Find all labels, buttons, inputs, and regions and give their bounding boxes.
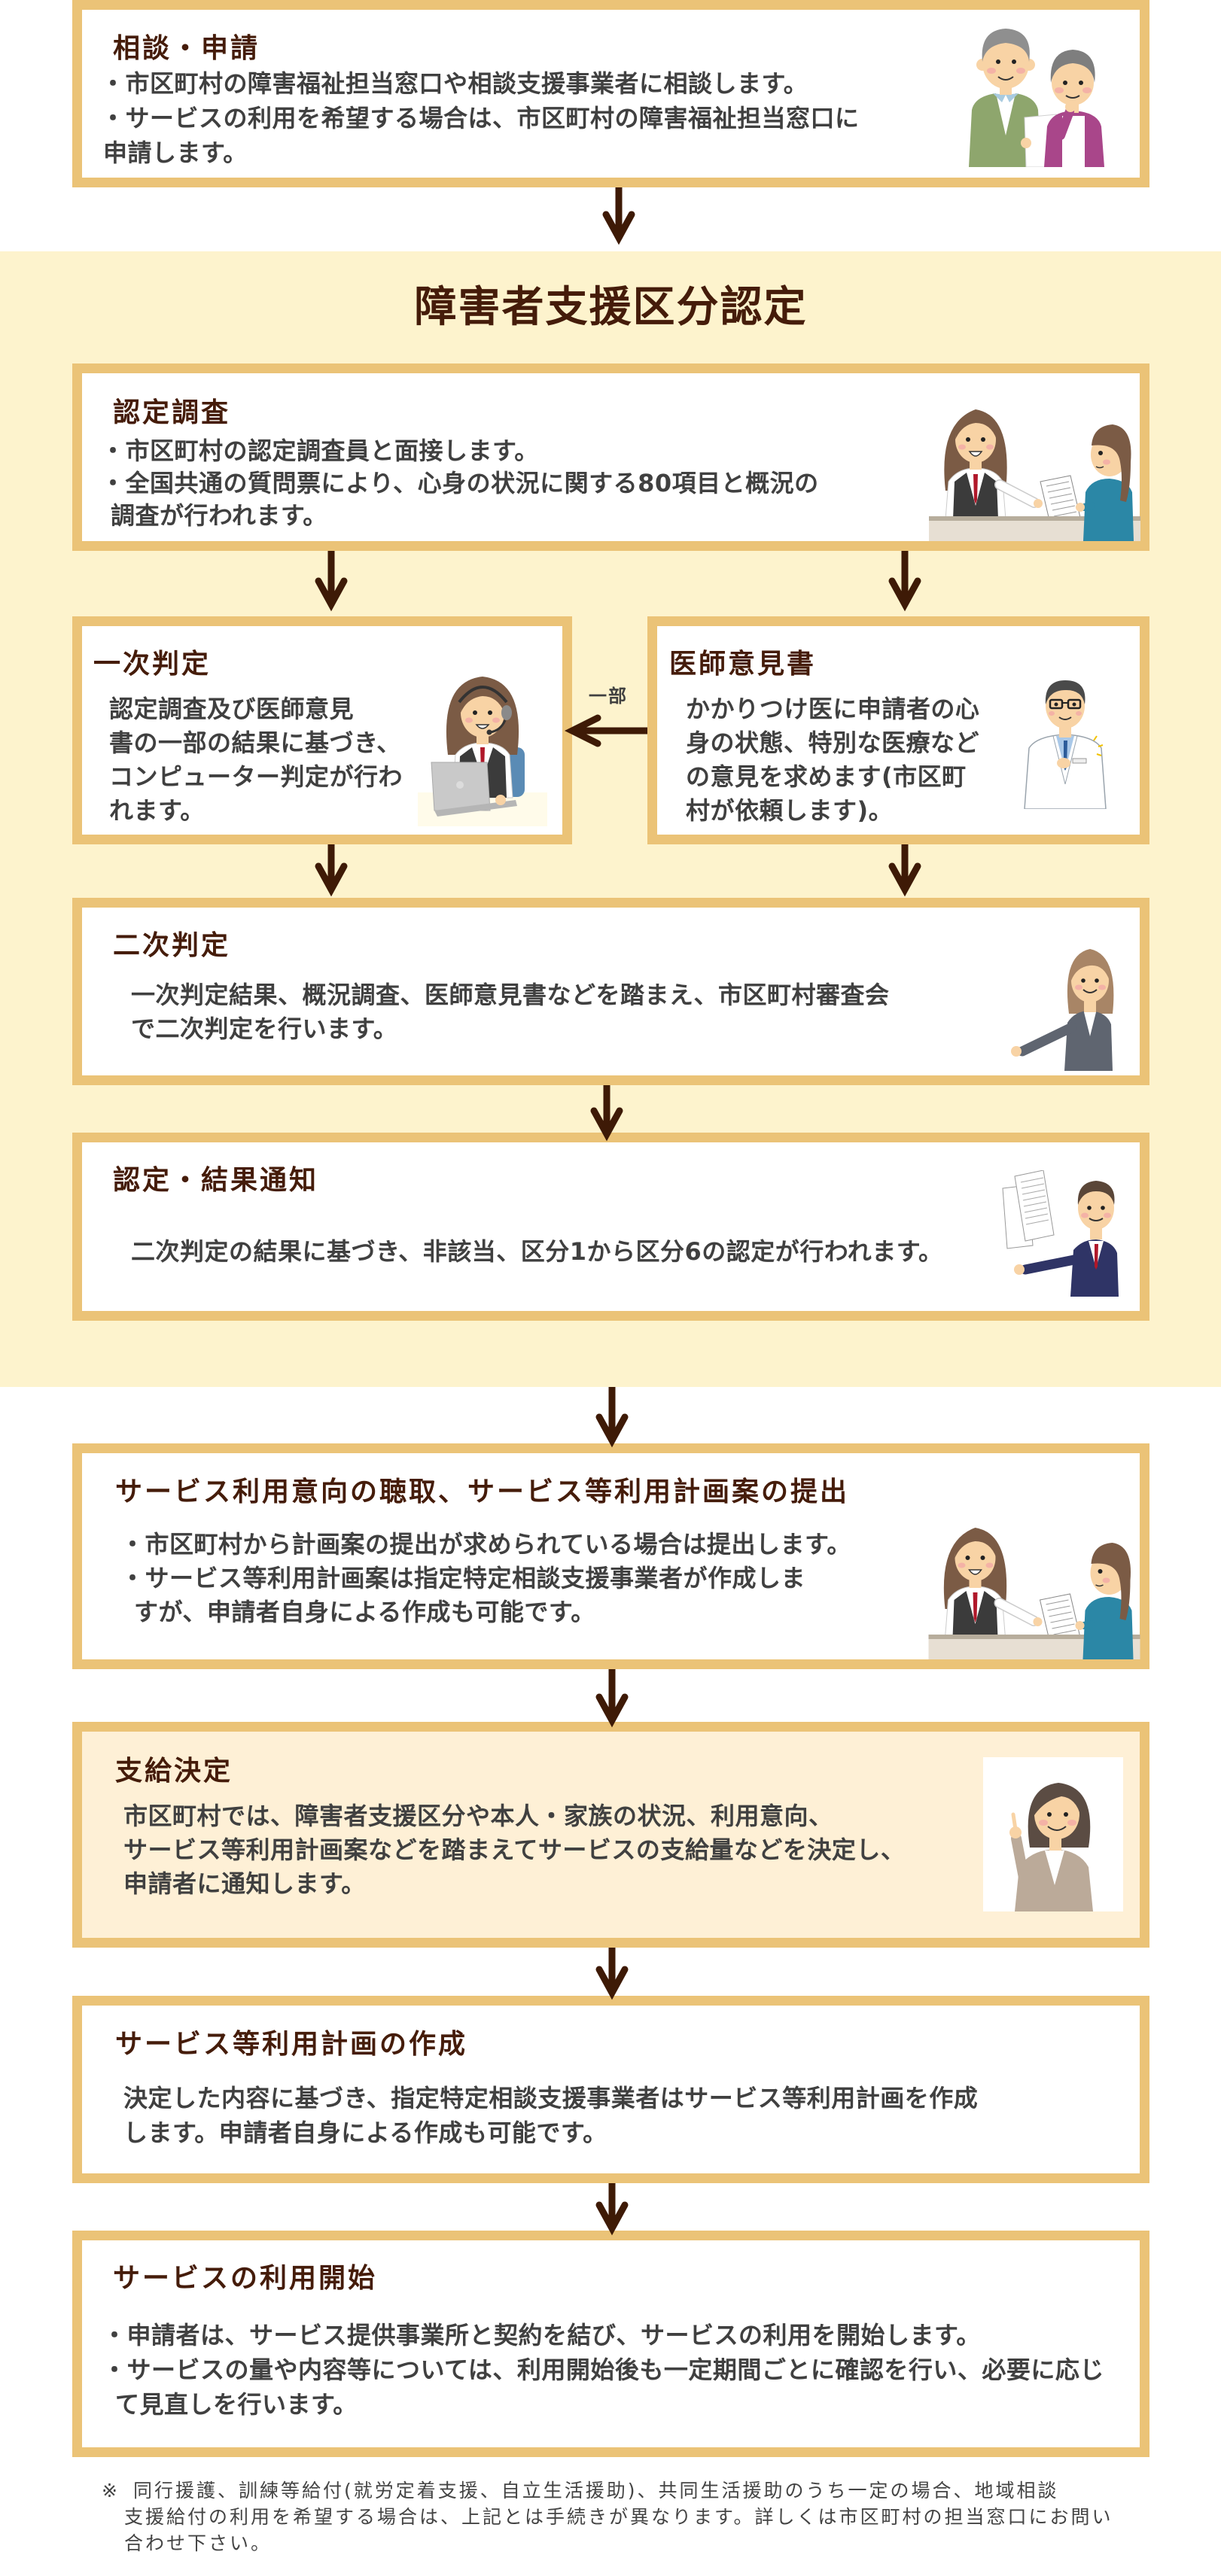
step-title: 相談・申請 xyxy=(113,33,260,64)
body-line: コンピューター判定が行わ xyxy=(109,762,403,791)
step-body: ・市区町村から計画案の提出が求められている場合は提出します。 ・サービス等利用計… xyxy=(120,1528,851,1629)
footnote-line: 合わせ下さい。 xyxy=(124,2532,273,2554)
arrow-down-icon xyxy=(315,844,348,897)
body-line: 決定した内容に基づき、指定特定相談支援事業者はサービス等利用計画を作成 xyxy=(123,2084,979,2112)
arrow-down-icon xyxy=(602,187,635,245)
body-line: かかりつけ医に申請者の心 xyxy=(686,695,980,723)
step-notification: 認定・結果通知 二次判定の結果に基づき、非該当、区分1から区分6の認定が行われま… xyxy=(72,1133,1149,1321)
step-decision: 支給決定 市区町村では、障害者支援区分や本人・家族の状況、利用意向、 サービス等… xyxy=(72,1722,1149,1948)
body-line: します。申請者自身による作成も可能です。 xyxy=(123,2118,607,2147)
body-line: 申請者に通知します。 xyxy=(123,1869,366,1898)
body-line: ・サービスの利用を希望する場合は、市区町村の障害福祉担当窓口に xyxy=(101,104,860,132)
step-body: ・申請者は、サービス提供事業所と契約を結び、サービスの利用を開始します。 ・サー… xyxy=(102,2318,1104,2422)
body-line: 調査が行われます。 xyxy=(111,501,327,530)
elderly-couple-illustration xyxy=(969,29,1104,167)
footnote-line: 同行援護、訓練等給付(就労定着支援、自立生活援助)、共同生活援助のうち一定の場合… xyxy=(133,2480,1059,2501)
body-line: 二次判定の結果に基づき、非該当、区分1から区分6の認定が行われます。 xyxy=(131,1237,943,1266)
step-body: 決定した内容に基づき、指定特定相談支援事業者はサービス等利用計画を作成 します。… xyxy=(123,2081,978,2150)
step-title: サービスの利用開始 xyxy=(113,2263,378,2294)
step-title: 認定調査 xyxy=(113,397,231,428)
step-body: 認定調査及び医師意見 書の一部の結果に基づき、 コンピューター判定が行わ れます… xyxy=(109,692,403,828)
presenting-woman-illustration xyxy=(1011,949,1114,1071)
step-body: 市区町村では、障害者支援区分や本人・家族の状況、利用意向、 サービス等利用計画案… xyxy=(123,1799,905,1901)
footnote-mark: ※ xyxy=(102,2480,117,2501)
step-body: 一次判定結果、概況調査、医師意見書などを踏まえ、市区町村審査会 で二次判定を行い… xyxy=(131,978,890,1046)
body-line: すが、申請者自身による作成も可能です。 xyxy=(134,1598,595,1626)
step-primary-judgment: 一次判定 認定調査及び医師意見 書の一部の結果に基づき、 コンピューター判定が行… xyxy=(72,616,572,844)
body-line: 村が依頼します)。 xyxy=(686,796,894,825)
step-title: サービス利用意向の聴取、サービス等利用計画案の提出 xyxy=(115,1477,850,1507)
body-line: 認定調査及び医師意見 xyxy=(109,695,355,723)
body-line: ・市区町村から計画案の提出が求められている場合は提出します。 xyxy=(120,1530,851,1559)
step-body: ・市区町村の認定調査員と面接します。 ・全国共通の質問票により、心身の状況に関す… xyxy=(101,435,819,532)
step-title: 一次判定 xyxy=(93,649,212,680)
certification-section-heading: 障害者支援区分認定 xyxy=(414,283,808,332)
step-secondary-judgment: 二次判定 一次判定結果、概況調査、医師意見書などを踏まえ、市区町村審査会 で二次… xyxy=(72,898,1149,1085)
step-doctor-opinion: 医師意見書 かかりつけ医に申請者の心 身の状態、特別な医療など の意見を求めます… xyxy=(647,616,1149,844)
step-title: サービス等利用計画の作成 xyxy=(115,2029,468,2060)
arrow-down-icon xyxy=(590,1085,623,1142)
pointing-woman-illustration xyxy=(983,1757,1123,1911)
body-line: 市区町村では、障害者支援区分や本人・家族の状況、利用意向、 xyxy=(123,1802,833,1830)
step-consult: 相談・申請 ・市区町村の障害福祉担当窓口や相談支援事業者に相談します。 ・サービ… xyxy=(72,0,1149,187)
body-line: 書の一部の結果に基づき、 xyxy=(109,728,401,757)
partial-connector-label: 一部 xyxy=(589,686,628,707)
body-line: の意見を求めます(市区町 xyxy=(686,762,967,791)
body-line: ・市区町村の認定調査員と面接します。 xyxy=(101,436,539,465)
step-title: 支給決定 xyxy=(115,1756,233,1787)
step-survey: 認定調査 ・市区町村の認定調査員と面接します。 ・全国共通の質問票により、心身の… xyxy=(72,363,1149,551)
arrow-down-icon xyxy=(595,2183,629,2236)
arrow-down-icon xyxy=(888,844,921,897)
step-title: 認定・結果通知 xyxy=(113,1165,319,1196)
step-title: 医師意見書 xyxy=(669,649,817,680)
body-line: 身の状態、特別な医療など xyxy=(686,728,980,757)
arrow-down-icon xyxy=(315,551,348,612)
counter-consultation-illustration xyxy=(929,409,1140,541)
body-line: れます。 xyxy=(109,796,205,825)
man-with-documents-illustration xyxy=(1002,1170,1119,1297)
step-body: 二次判定の結果に基づき、非該当、区分1から区分6の認定が行われます。 xyxy=(131,1235,943,1268)
operator-with-laptop-illustration xyxy=(418,677,547,826)
counter-consultation-illustration xyxy=(928,1528,1140,1659)
doctor-illustration xyxy=(1024,680,1107,809)
step-title: 二次判定 xyxy=(113,930,231,961)
arrow-down-icon xyxy=(595,1387,629,1448)
body-line: 一次判定結果、概況調査、医師意見書などを踏まえ、市区町村審査会 xyxy=(131,981,890,1009)
body-line: ・サービス等利用計画案は指定特定相談支援事業者が作成しま xyxy=(120,1564,806,1592)
step-plan-proposal: サービス利用意向の聴取、サービス等利用計画案の提出 ・市区町村から計画案の提出が… xyxy=(72,1443,1149,1669)
body-line: サービス等利用計画案などを踏まえてサービスの支給量などを決定し、 xyxy=(123,1835,906,1864)
step-body: かかりつけ医に申請者の心 身の状態、特別な医療など の意見を求めます(市区町 村… xyxy=(686,692,979,828)
step-body: ・市区町村の障害福祉担当窓口や相談支援事業者に相談します。 ・サービスの利用を希… xyxy=(101,66,860,170)
footnote-line: 支援給付の利用を希望する場合は、上記とは手続きが異なります。詳しくは市区町村の担… xyxy=(124,2506,1113,2528)
step-service-start: サービスの利用開始 ・申請者は、サービス提供事業所と契約を結び、サービスの利用を… xyxy=(72,2231,1149,2457)
body-line: 申請します。 xyxy=(103,138,248,167)
arrow-left-icon xyxy=(564,714,647,747)
step-plan-creation: サービス等利用計画の作成 決定した内容に基づき、指定特定相談支援事業者はサービス… xyxy=(72,1996,1149,2183)
arrow-down-icon xyxy=(888,551,921,612)
body-line: て見直しを行います。 xyxy=(115,2390,358,2419)
body-line: ・全国共通の質問票により、心身の状況に関する80項目と概況の xyxy=(101,469,819,497)
footnote: 同行援護、訓練等給付(就労定着支援、自立生活援助)、共同生活援助のうち一定の場合… xyxy=(124,2477,1113,2556)
body-line: ・サービスの量や内容等については、利用開始後も一定期間ごとに確認を行い、必要に応… xyxy=(102,2356,1104,2384)
arrow-down-icon xyxy=(595,1669,629,1728)
body-line: で二次判定を行います。 xyxy=(131,1014,398,1043)
body-line: ・申請者は、サービス提供事業所と契約を結び、サービスの利用を開始します。 xyxy=(102,2321,981,2349)
body-line: ・市区町村の障害福祉担当窓口や相談支援事業者に相談します。 xyxy=(101,69,808,98)
arrow-down-icon xyxy=(595,1948,629,2000)
